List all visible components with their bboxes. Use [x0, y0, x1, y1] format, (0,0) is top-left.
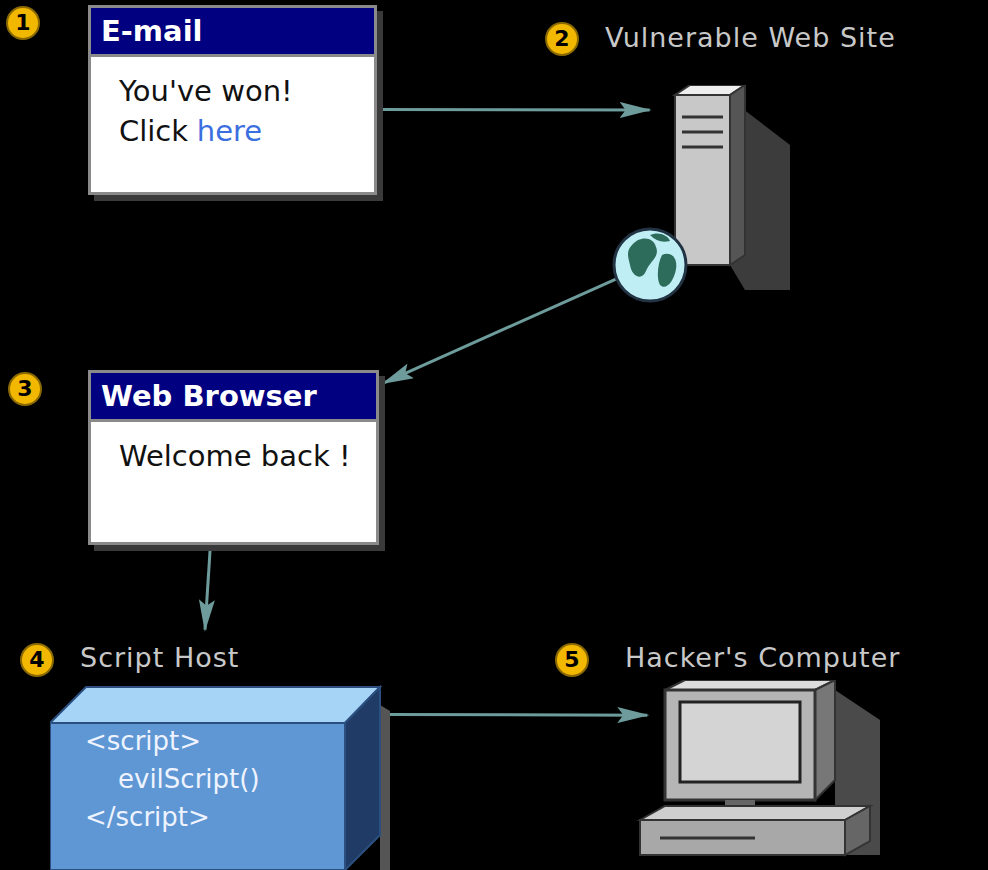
- node-caption: Hacker's Computer: [625, 642, 900, 673]
- email-text: Click: [119, 114, 188, 148]
- computer-illustration: [635, 680, 880, 865]
- callout-number: 1: [6, 6, 40, 40]
- hyperlink: here: [197, 114, 262, 148]
- script-code: </script>: [85, 802, 210, 832]
- script-code: <script>: [85, 726, 201, 756]
- diagram-node: Script Host <script> evilScript() </script>: [20, 640, 390, 870]
- arrow-connector: [377, 108, 650, 112]
- email-text: You've won!: [119, 71, 364, 111]
- text-line: Click here: [119, 111, 364, 151]
- callout-number: 2: [545, 22, 579, 56]
- node-caption: Script Host: [80, 642, 239, 673]
- window-body: You've won!Click here: [91, 57, 374, 161]
- diagram-node: Hacker's Computer: [600, 640, 985, 868]
- callout-number: 5: [555, 643, 589, 677]
- diagram-node: E-mailYou've won!Click here: [88, 5, 377, 195]
- arrow-connector: [390, 713, 647, 717]
- diagram-node: Web BrowserWelcome back !: [88, 370, 379, 545]
- script-code: evilScript(): [118, 764, 260, 794]
- callout-number: 4: [20, 643, 54, 677]
- callout-number: 3: [8, 372, 42, 406]
- window-body: Welcome back !: [91, 422, 376, 486]
- diagram-node: Vulnerable Web Site: [595, 22, 985, 312]
- window-title: E-mail: [91, 8, 374, 57]
- browser-text: Welcome back !: [119, 436, 366, 476]
- window-title: Web Browser: [91, 373, 376, 422]
- server-illustration: [610, 85, 790, 305]
- arrow-connector: [205, 548, 210, 630]
- arrow-connector: [383, 279, 617, 384]
- node-caption: Vulnerable Web Site: [605, 22, 896, 53]
